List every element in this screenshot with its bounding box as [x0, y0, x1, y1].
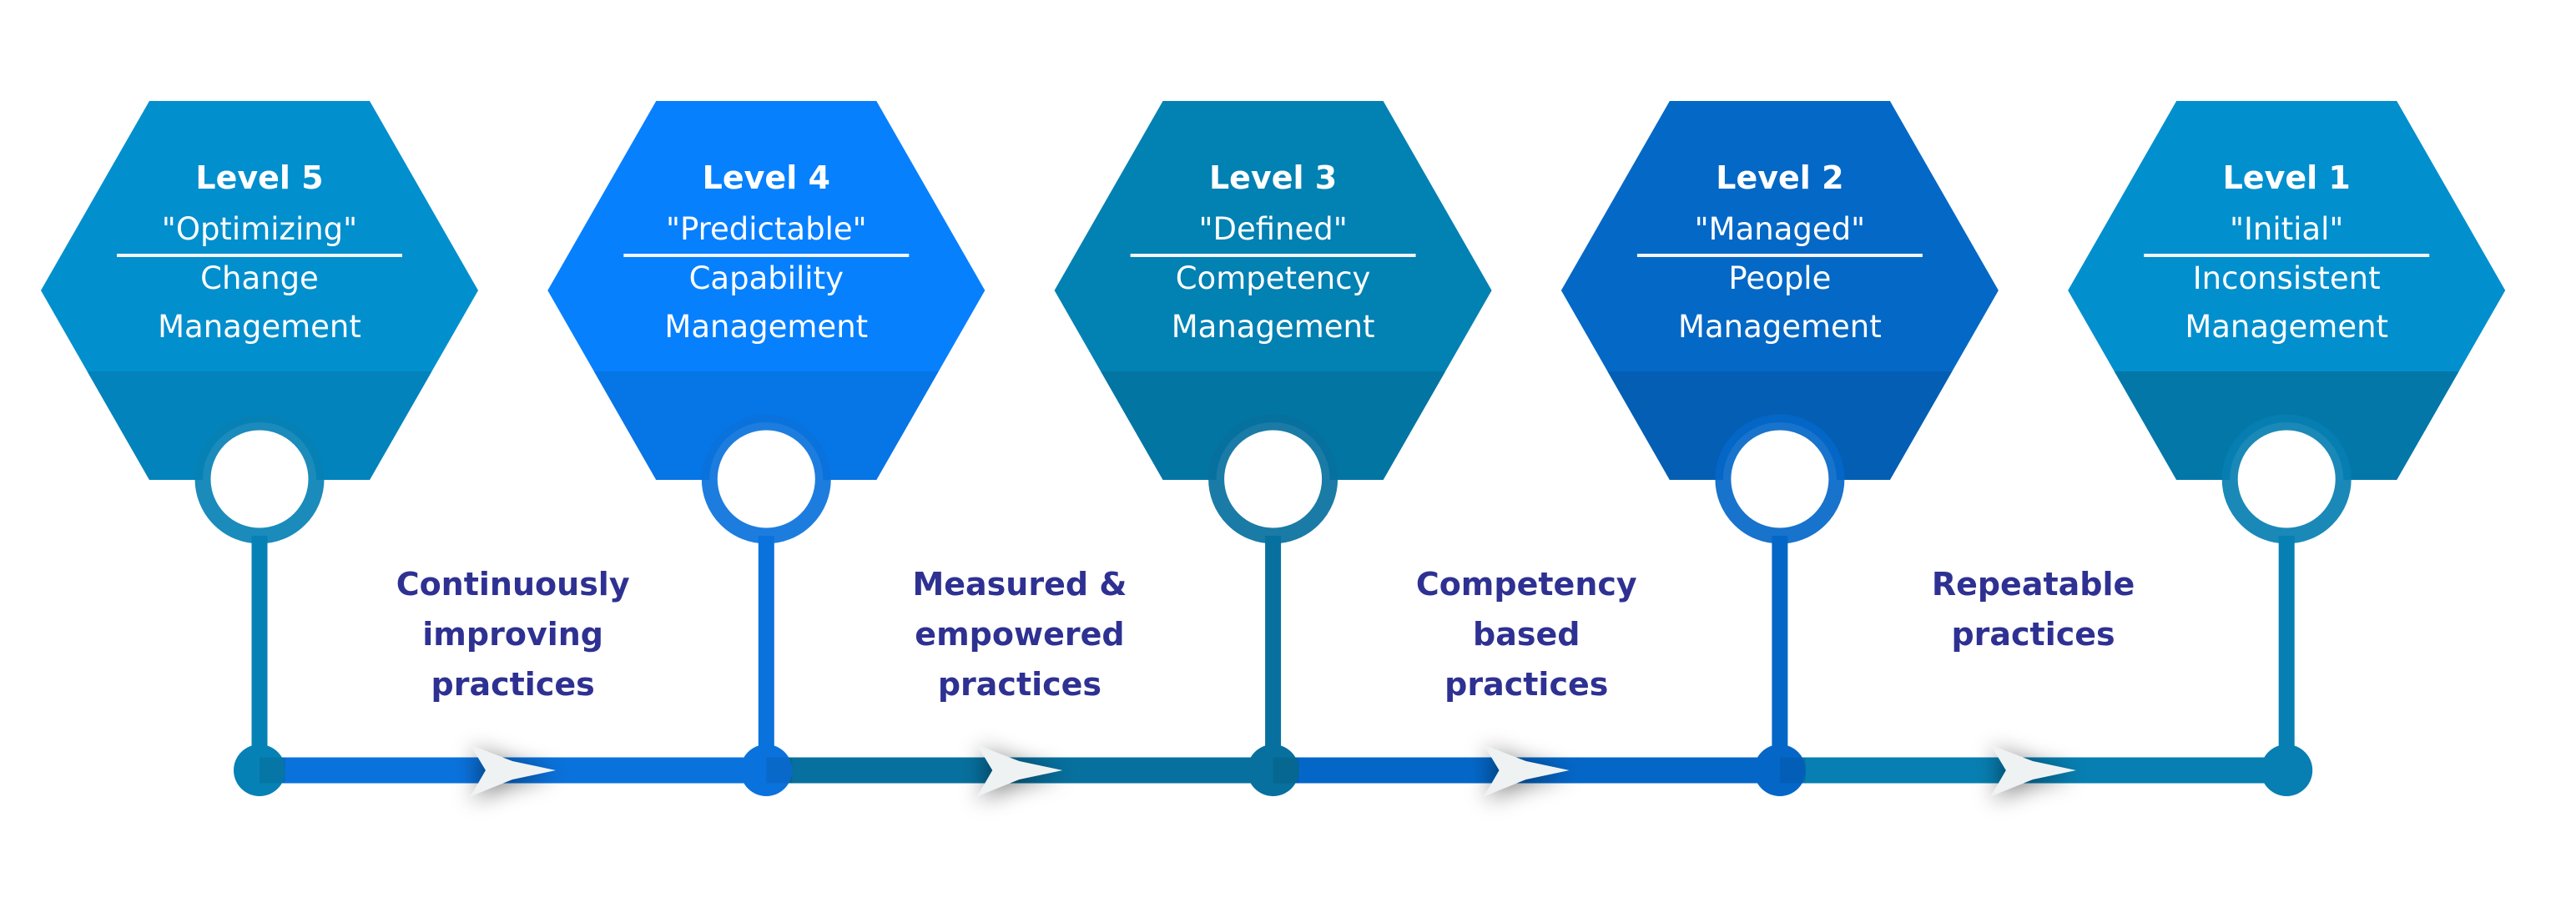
level-stem — [2278, 536, 2295, 770]
level-description-line: Management — [158, 309, 361, 345]
level-divider — [117, 254, 402, 257]
level-name: "Initial" — [2230, 211, 2343, 247]
practice-label-line: Competency — [1416, 566, 1637, 603]
level-description-line: Competency — [1176, 260, 1371, 296]
practice-label-line: improving — [422, 616, 603, 653]
level-stem — [1265, 536, 1282, 770]
level-divider — [2144, 254, 2430, 257]
timeline-node-dot — [1247, 744, 1299, 796]
level-description-line: Management — [1172, 309, 1375, 345]
level-description-line: Management — [664, 309, 868, 345]
practice-label: Competency based practices — [1416, 566, 1637, 703]
level-description-line: Management — [1678, 309, 1882, 345]
level-ring-icon — [1208, 414, 1338, 544]
level-ring-icon — [1715, 414, 1845, 544]
level-title: Level 3 — [1209, 159, 1337, 196]
chevron-right-icon — [977, 745, 1063, 796]
node-overlap-shade — [260, 757, 285, 784]
node-overlap-shade — [766, 757, 793, 784]
practice-label-line: practices — [1951, 616, 2115, 653]
level-description-line: Management — [2185, 309, 2388, 345]
timeline-node-dot — [1753, 744, 1806, 796]
level-divider — [1636, 254, 1923, 257]
level-title: Level 1 — [2223, 159, 2351, 196]
level-description-line: Change — [200, 260, 319, 296]
practice-label-line: practices — [938, 666, 1101, 703]
level-title: Level 2 — [1716, 159, 1843, 196]
level-ring-icon — [701, 414, 831, 544]
node-overlap-shade — [1273, 757, 1299, 784]
node-overlap-shade — [1779, 757, 1806, 784]
level-stem — [1772, 536, 1788, 770]
timeline-node-dot — [740, 744, 793, 796]
level-ring-icon — [194, 414, 325, 544]
level-name: "Optimizing" — [162, 211, 357, 247]
practice-label: Measured & empowered practices — [912, 566, 1127, 703]
level-stem — [251, 536, 268, 770]
level-divider — [1130, 254, 1416, 257]
level-description-line: People — [1728, 260, 1831, 296]
timeline-node-dot — [234, 744, 285, 796]
level-stem — [758, 536, 774, 770]
level-hexagons: Level 5"Optimizing"ChangeManagementLevel… — [41, 101, 2506, 544]
practice-label-line: Repeatable — [1932, 566, 2135, 603]
practice-label-line: based — [1473, 616, 1580, 653]
practice-label: Repeatable practices — [1932, 566, 2135, 653]
chevron-right-icon — [1990, 745, 2076, 796]
level-divider — [623, 254, 910, 257]
level-title: Level 5 — [195, 159, 323, 196]
practice-label-line: Continuously — [396, 566, 630, 603]
level-name: "Defined" — [1198, 211, 1347, 247]
timeline-node-dot — [2261, 744, 2313, 796]
practice-label-line: practices — [431, 666, 595, 703]
level-name: "Managed" — [1695, 211, 1866, 247]
chevron-right-icon — [471, 745, 556, 796]
practice-label-line: Measured & — [912, 566, 1127, 603]
timeline — [234, 536, 2313, 796]
level-name: "Predictable" — [666, 211, 867, 247]
level-description-line: Capability — [689, 260, 844, 296]
level-title: Level 4 — [703, 159, 830, 196]
level-description-line: Inconsistent — [2193, 260, 2381, 296]
practice-label-line: practices — [1444, 666, 1608, 703]
chevron-right-icon — [1484, 745, 1570, 796]
practice-label: Continuously improving practices — [396, 566, 630, 703]
level-ring-icon — [2221, 414, 2352, 544]
practice-label-line: empowered — [915, 616, 1124, 653]
